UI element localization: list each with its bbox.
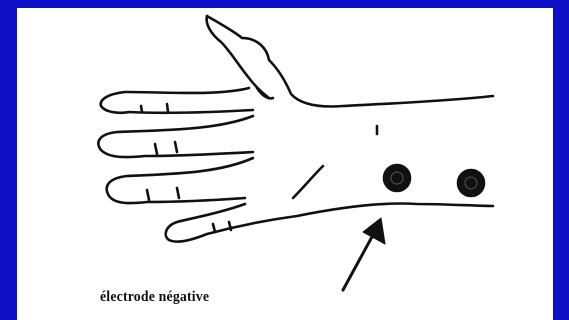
electrode-dot-positive (458, 170, 484, 196)
arrow-head (363, 218, 385, 244)
little-finger (166, 204, 493, 242)
index-finger (101, 88, 253, 113)
figure-panel: électrode négative (17, 8, 553, 320)
thumb-outline (207, 16, 493, 107)
thumb-lower (207, 16, 269, 98)
hand-drawing (17, 8, 553, 320)
electrode-label: électrode négative (100, 289, 209, 306)
electrode-dot-negative (384, 165, 410, 191)
palm-crease (293, 166, 323, 198)
